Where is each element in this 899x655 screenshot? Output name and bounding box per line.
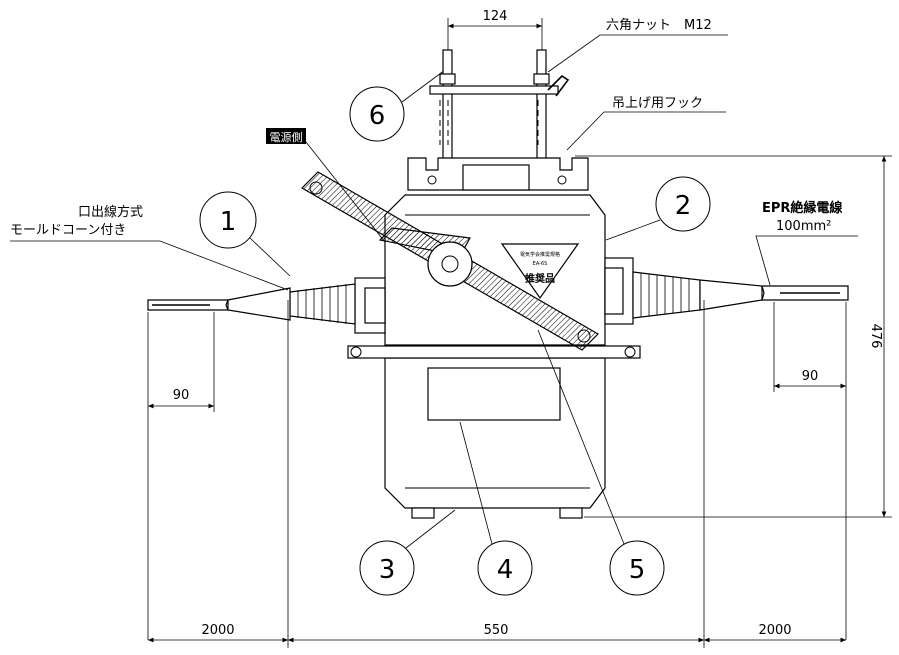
badge-top-text: 電気学会推奨規格: [520, 251, 560, 258]
dim-top-width-text: 124: [483, 9, 508, 24]
right-line-label-1: EPR絶縁電線: [762, 200, 843, 216]
recommendation-badge: 電気学会推奨規格 EA-6S 推奨品: [500, 243, 580, 300]
lifting-hook-bracket: [407, 157, 589, 191]
left-line-label-2: モールドコーン付き: [10, 223, 126, 238]
hex-nut-label-group: 六角ナット M12: [547, 18, 728, 73]
dim-left-strip-text: 90: [173, 388, 190, 403]
callout-4-number: 4: [497, 555, 514, 585]
power-side-label-group: 電源側: [266, 128, 386, 243]
dim-bottom: 2000 550 2000: [148, 300, 846, 648]
dim-top-width: 124: [447, 9, 543, 58]
callout-6-number: 6: [369, 101, 386, 131]
callout-5: 5: [537, 329, 665, 596]
hook-label-group: 吊上げ用フック: [566, 96, 726, 151]
callout-5-number: 5: [629, 555, 646, 585]
mounting-rods: [429, 49, 570, 171]
callout-2-number: 2: [675, 191, 692, 221]
callout-4: 4: [459, 421, 533, 596]
callout-1-number: 1: [220, 207, 237, 237]
dim-right-strip: 90: [773, 302, 847, 640]
right-cable-assembly: [604, 257, 849, 325]
callout-6: 6: [349, 69, 446, 142]
dim-left-strip: 90: [147, 312, 215, 640]
callout-3-number: 3: [379, 555, 396, 585]
power-side-label: 電源側: [270, 130, 303, 144]
left-cable-assembly: [147, 277, 386, 334]
callout-1: 1: [199, 191, 291, 277]
nameplate: [427, 367, 561, 421]
dim-bottom-right-text: 2000: [758, 623, 791, 638]
callout-2: 2: [605, 176, 711, 241]
operating-handle: [301, 171, 599, 351]
hook-label: 吊上げ用フック: [612, 96, 703, 111]
dim-height-text: 476: [868, 324, 883, 349]
dim-bottom-center-text: 550: [484, 623, 509, 638]
badge-main-text: 推奨品: [525, 272, 555, 285]
dim-height: 476: [575, 155, 892, 518]
badge-mid-text: EA-6S: [533, 261, 548, 267]
left-line-label-1: 口出線方式: [78, 204, 143, 220]
dim-right-strip-text: 90: [802, 369, 819, 384]
dim-bottom-left-text: 2000: [201, 623, 234, 638]
right-line-label-group: EPR絶縁電線 100mm²: [755, 200, 858, 286]
left-line-label-group: 口出線方式 モールドコーン付き: [10, 204, 289, 291]
switch-body: [347, 194, 641, 519]
callout-3: 3: [359, 509, 456, 596]
right-line-label-2: 100mm²: [776, 219, 831, 234]
hex-nut-label: 六角ナット M12: [606, 18, 712, 33]
